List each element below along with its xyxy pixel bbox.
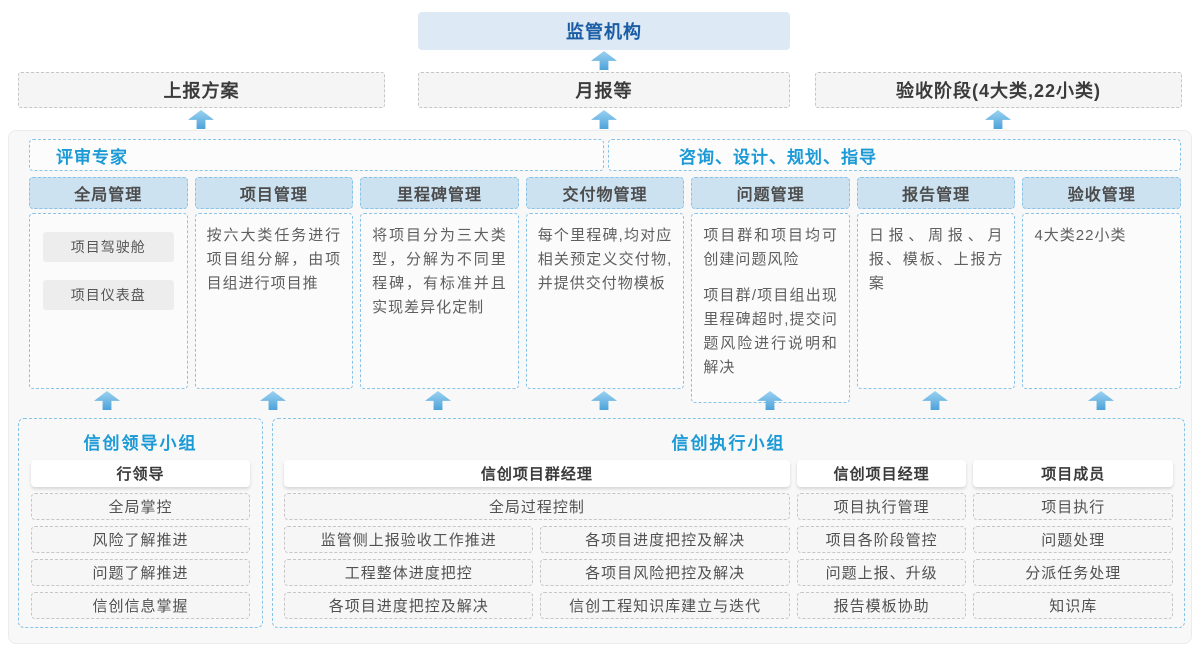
column-description: 日报、周报、月报、模板、上报方案 xyxy=(868,227,1004,292)
up-arrow-icon xyxy=(985,110,1011,129)
column-title: 全局管理 xyxy=(29,177,188,209)
column-acceptance-management: 验收管理 4大类22小类 xyxy=(1022,177,1182,389)
duties-left-column: 监管侧上报验收工作推进 工程整体进度把控 各项目进度把控及解决 xyxy=(284,526,534,619)
duty-item: 报告模板协助 xyxy=(796,592,967,619)
column-milestone-management: 里程碑管理 将项目分为三大类型，分解为不同里程碑，有标准并且实现差异化定制 xyxy=(360,177,519,389)
role-chip: 信创项目经理 xyxy=(796,460,967,487)
duty-item: 项目执行 xyxy=(973,493,1173,520)
platform-panel: 评审专家 咨询、设计、规划、指导 全局管理 项目驾驶舱 项目仪表盘 项目管理 按… xyxy=(8,130,1192,644)
function-columns: 全局管理 项目驾驶舱 项目仪表盘 项目管理 按六大类任务进行项目组分解，由项目组… xyxy=(29,177,1182,403)
duty-item: 各项目进度把控及解决 xyxy=(284,592,534,619)
feature-chip: 项目驾驶舱 xyxy=(43,232,174,262)
column-project-management: 项目管理 按六大类任务进行项目组分解，由项目组进行项目推 xyxy=(194,177,354,389)
column-title: 里程碑管理 xyxy=(360,177,519,209)
duty-item: 问题了解推进 xyxy=(31,559,250,586)
column-issue-management: 问题管理 项目群和项目均可创建问题风险 项目群/项目组出现里程碑超时,提交问题风… xyxy=(691,177,850,403)
duty-item: 全局过程控制 xyxy=(284,493,790,520)
project-manager-column: 信创项目经理 项目执行管理 项目各阶段管控 问题上报、升级 报告模板协助 xyxy=(796,460,967,627)
column-title: 验收管理 xyxy=(1022,177,1182,209)
column-global-management: 全局管理 项目驾驶舱 项目仪表盘 xyxy=(29,177,188,389)
column-description: 项目群和项目均可创建问题风险 xyxy=(703,227,838,268)
duty-item: 知识库 xyxy=(973,592,1173,619)
duty-item: 问题处理 xyxy=(973,526,1173,553)
column-body: 按六大类任务进行项目组分解，由项目组进行项目推 xyxy=(194,213,354,389)
column-title: 问题管理 xyxy=(691,177,850,209)
regulator-box: 监管机构 xyxy=(418,12,790,50)
duty-item: 分派任务处理 xyxy=(973,559,1173,586)
duty-item: 信创工程知识库建立与迭代 xyxy=(540,592,790,619)
duty-item: 问题上报、升级 xyxy=(796,559,967,586)
duty-item: 监管侧上报验收工作推进 xyxy=(284,526,534,553)
duty-item: 工程整体进度把控 xyxy=(284,559,534,586)
column-body: 日报、周报、月报、模板、上报方案 xyxy=(856,213,1016,389)
execution-group-box: 信创执行小组 信创项目群经理 全局过程控制 监管侧上报验收工作推进 工程整体进度… xyxy=(272,418,1185,628)
project-member-column: 项目成员 项目执行 问题处理 分派任务处理 知识库 xyxy=(973,460,1173,627)
column-description: 按六大类任务进行项目组分解，由项目组进行项目推 xyxy=(206,227,342,292)
column-title: 报告管理 xyxy=(856,177,1016,209)
acceptance-stage-box: 验收阶段(4大类,22小类) xyxy=(815,72,1182,108)
column-body: 项目驾驶舱 项目仪表盘 xyxy=(29,213,188,389)
report-plan-box: 上报方案 xyxy=(18,72,385,108)
duty-item: 各项目进度把控及解决 xyxy=(540,526,790,553)
column-description: 将项目分为三大类型，分解为不同里程碑，有标准并且实现差异化定制 xyxy=(372,227,507,316)
column-body: 4大类22小类 xyxy=(1022,213,1182,389)
column-body: 每个里程碑,均对应相关预定义交付物,并提供交付物模板 xyxy=(525,213,685,389)
up-arrow-icon xyxy=(591,110,617,129)
duty-item: 项目执行管理 xyxy=(796,493,967,520)
column-deliverable-management: 交付物管理 每个里程碑,均对应相关预定义交付物,并提供交付物模板 xyxy=(525,177,685,389)
monthly-report-box: 月报等 xyxy=(418,72,790,108)
leadership-group-box: 信创领导小组 行领导 全局掌控 风险了解推进 问题了解推进 信创信息掌握 xyxy=(18,418,263,628)
duty-item: 风险了解推进 xyxy=(31,526,250,553)
execution-subcolumns: 信创项目群经理 全局过程控制 监管侧上报验收工作推进 工程整体进度把控 各项目进… xyxy=(284,460,1173,627)
program-manager-column: 信创项目群经理 全局过程控制 监管侧上报验收工作推进 工程整体进度把控 各项目进… xyxy=(284,460,790,627)
up-arrow-icon xyxy=(188,110,214,129)
review-experts-label: 评审专家 xyxy=(56,147,128,167)
up-arrow-icon xyxy=(591,51,617,70)
duty-item: 信创信息掌握 xyxy=(31,592,250,619)
column-description: 项目群/项目组出现里程碑超时,提交问题风险进行说明和解决 xyxy=(703,287,838,376)
column-description: 4大类22小类 xyxy=(1034,227,1127,244)
role-chip: 行领导 xyxy=(31,460,250,487)
duty-item: 全局掌控 xyxy=(31,493,250,520)
column-title: 项目管理 xyxy=(194,177,354,209)
feature-chip: 项目仪表盘 xyxy=(43,280,174,310)
column-body: 将项目分为三大类型，分解为不同里程碑，有标准并且实现差异化定制 xyxy=(360,213,519,389)
role-chip: 信创项目群经理 xyxy=(284,460,790,487)
duty-item: 各项目风险把控及解决 xyxy=(540,559,790,586)
column-body: 项目群和项目均可创建问题风险 项目群/项目组出现里程碑超时,提交问题风险进行说明… xyxy=(691,213,850,403)
column-description: 每个里程碑,均对应相关预定义交付物,并提供交付物模板 xyxy=(537,227,673,292)
execution-group-title: 信创执行小组 xyxy=(671,433,786,453)
leadership-group-title: 信创领导小组 xyxy=(83,433,198,453)
duty-item: 项目各阶段管控 xyxy=(796,526,967,553)
program-manager-duties: 监管侧上报验收工作推进 工程整体进度把控 各项目进度把控及解决 各项目进度把控及… xyxy=(284,526,790,619)
column-report-management: 报告管理 日报、周报、月报、模板、上报方案 xyxy=(856,177,1016,389)
consulting-band: 咨询、设计、规划、指导 xyxy=(608,139,1181,171)
role-chip: 项目成员 xyxy=(973,460,1173,487)
review-experts-band: 评审专家 xyxy=(29,139,604,171)
consulting-label: 咨询、设计、规划、指导 xyxy=(679,147,877,167)
column-title: 交付物管理 xyxy=(525,177,685,209)
duties-right-column: 各项目进度把控及解决 各项目风险把控及解决 信创工程知识库建立与迭代 xyxy=(540,526,790,619)
